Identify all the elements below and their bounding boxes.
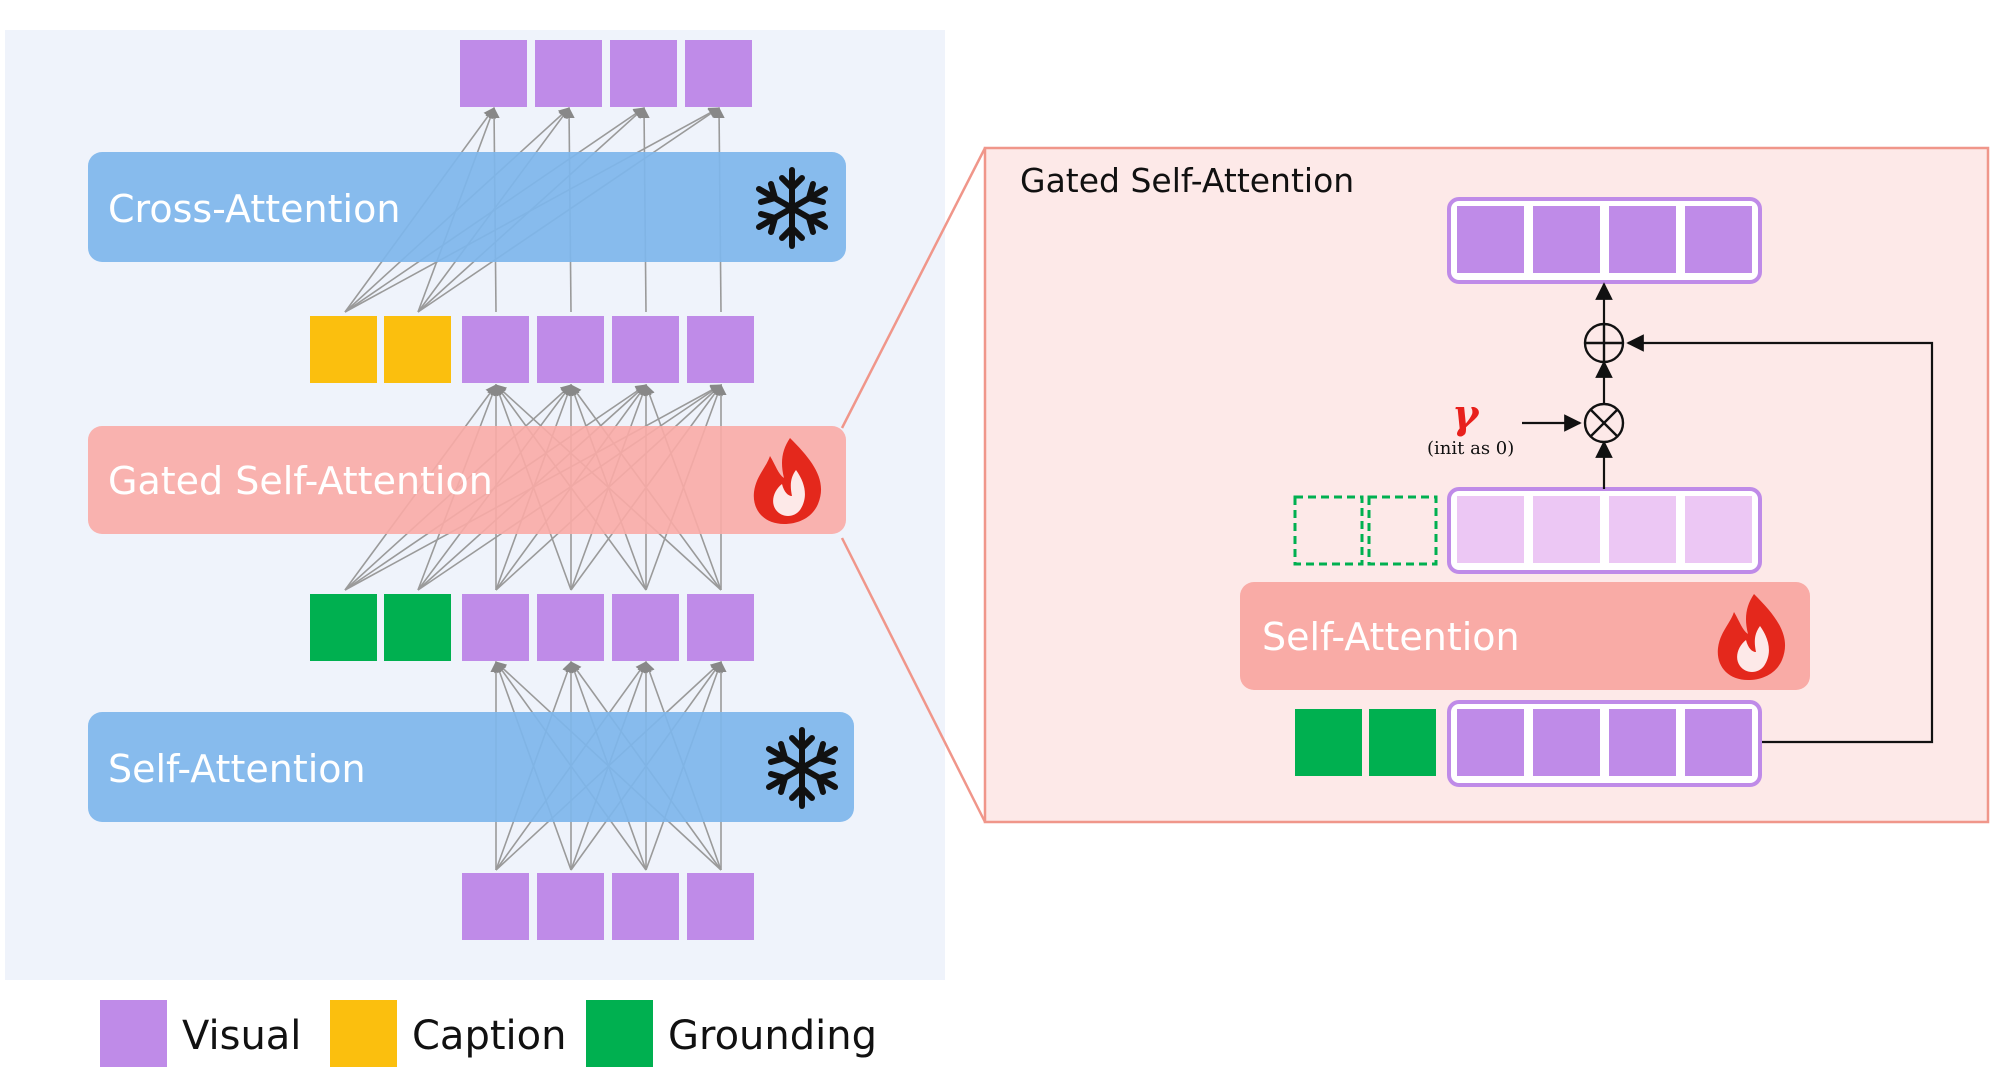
grounding-token: [1369, 709, 1436, 776]
visual-token: [610, 40, 677, 107]
legend-item-visual: Visual: [100, 1000, 301, 1067]
visual-token: [612, 873, 679, 940]
visual-token: [1457, 496, 1524, 563]
legend-label-visual: Visual: [182, 1013, 301, 1059]
detail-flow-arrows: [1522, 282, 1934, 744]
visual-token: [1609, 206, 1676, 273]
visual-token: [460, 40, 527, 107]
legend-swatch-caption: [330, 1000, 397, 1067]
cross-attention-block: Cross-Attention: [88, 152, 846, 262]
visual-token: [612, 316, 679, 383]
visual-token: [612, 594, 679, 661]
gamma-init-note: (init as 0): [1427, 438, 1514, 459]
legend: Visual Caption Grounding: [100, 1000, 877, 1067]
input-visual-tokens: [462, 873, 754, 940]
visual-token: [687, 873, 754, 940]
visual-token: [1609, 496, 1676, 563]
detail-panel-title: Gated Self-Attention: [1020, 161, 1354, 200]
circle-times-icon: [1583, 402, 1625, 444]
zoom-connector: [840, 147, 987, 823]
visual-token: [462, 594, 529, 661]
visual-token: [1609, 709, 1676, 776]
visual-token: [1533, 709, 1600, 776]
visual-token: [685, 40, 752, 107]
grounding-token: [384, 594, 451, 661]
grounding-token: [1295, 709, 1362, 776]
visual-token: [1685, 206, 1752, 273]
detail-dropped-grounding-tokens: [1293, 495, 1438, 566]
detail-output-visual-tokens: [1447, 197, 1762, 284]
circle-plus-icon: [1583, 322, 1625, 364]
legend-item-grounding: Grounding: [586, 1000, 877, 1067]
grounding-visual-tokens: [310, 594, 754, 661]
visual-token: [462, 873, 529, 940]
detail-self-attention-block: Self-Attention: [1240, 582, 1810, 690]
output-visual-tokens: [460, 40, 752, 107]
visual-token: [535, 40, 602, 107]
grounding-token: [310, 594, 377, 661]
gated-self-attention-block: Gated Self-Attention: [88, 426, 846, 534]
cross-attention-label: Cross-Attention: [108, 187, 400, 231]
gamma-symbol: γ: [1452, 391, 1480, 438]
visual-token: [687, 316, 754, 383]
visual-token: [1533, 496, 1600, 563]
detail-attended-visual-tokens: [1447, 487, 1762, 574]
visual-token: [1457, 206, 1524, 273]
gated-self-attention-detail-panel: Gated Self-Attention Self-Attention: [983, 146, 1990, 824]
gated-self-attention-label: Gated Self-Attention: [108, 459, 493, 503]
visual-token: [1685, 496, 1752, 563]
visual-token: [1685, 709, 1752, 776]
visual-token: [537, 316, 604, 383]
legend-label-grounding: Grounding: [668, 1013, 877, 1059]
visual-token: [1533, 206, 1600, 273]
detail-self-attention-label: Self-Attention: [1262, 615, 1520, 659]
legend-swatch-grounding: [586, 1000, 653, 1067]
caption-token: [310, 316, 377, 383]
caption-token: [384, 316, 451, 383]
self-attention-label: Self-Attention: [108, 747, 366, 791]
legend-swatch-visual: [100, 1000, 167, 1067]
visual-token: [537, 594, 604, 661]
detail-input-tokens: [1295, 700, 1762, 787]
visual-token: [462, 316, 529, 383]
visual-token: [537, 873, 604, 940]
visual-token: [1457, 709, 1524, 776]
self-attention-block: Self-Attention: [88, 712, 854, 822]
caption-visual-tokens: [310, 316, 754, 383]
visual-token: [687, 594, 754, 661]
legend-label-caption: Caption: [412, 1013, 566, 1059]
legend-item-caption: Caption: [330, 1000, 566, 1067]
